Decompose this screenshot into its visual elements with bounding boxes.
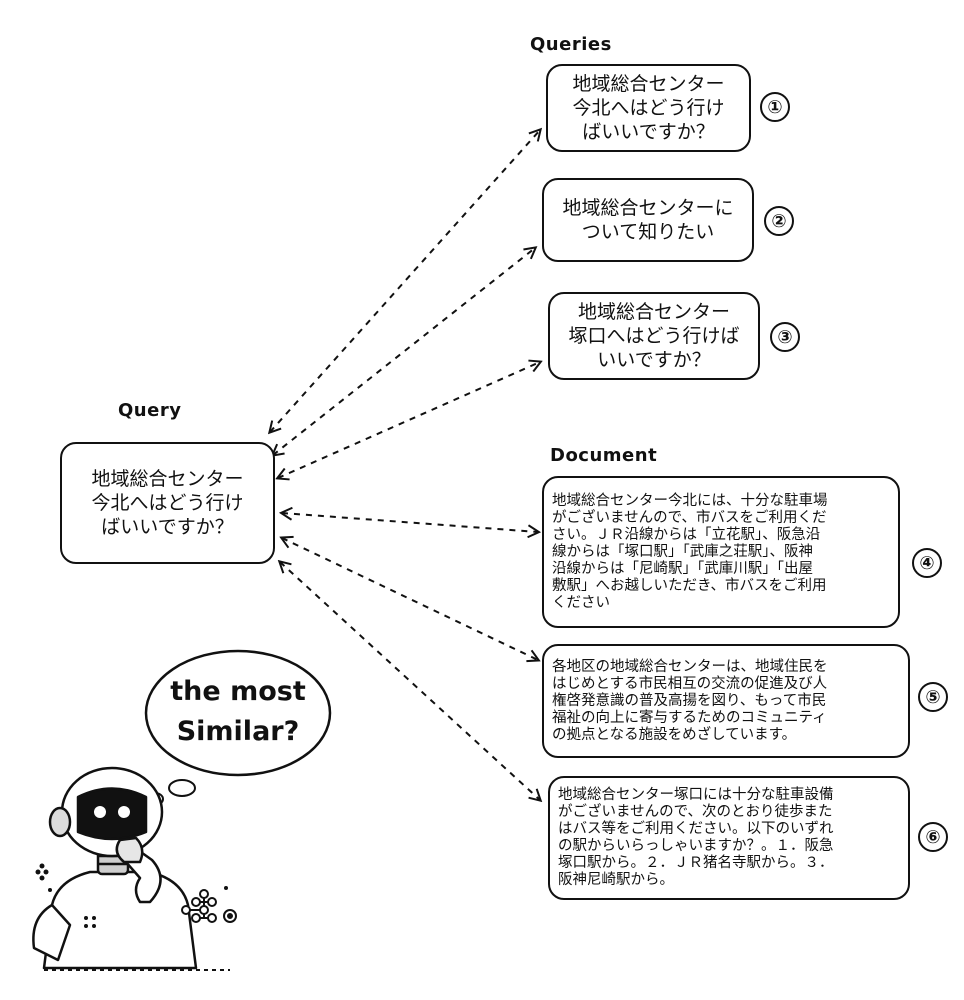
- arrow-query-to-q3: [278, 362, 540, 478]
- arrow-query-to-q1: [270, 130, 540, 432]
- arrow-query-to-d6: [280, 562, 540, 800]
- thought-bubble-text: the most Similar?: [170, 676, 306, 747]
- query-label: Query: [118, 400, 182, 421]
- arrow-query-to-d5: [282, 538, 538, 660]
- query-card-1: 地域総合センター 今北へはどう行け ばいいですか？: [546, 64, 751, 152]
- document-number-5: ⑤: [918, 682, 948, 712]
- query-number-1: ①: [760, 92, 790, 122]
- document-card-5: 各地区の地域総合センターは、地域住民を はじめとする市民相互の交流の促進及び人 …: [542, 644, 910, 758]
- query-box: 地域総合センター 今北へはどう行け ばいいですか？: [60, 442, 275, 564]
- query-number-2: ②: [764, 206, 794, 236]
- arrow-query-to-d4: [282, 513, 538, 532]
- document-number-4: ④: [912, 548, 942, 578]
- arrow-query-to-q2: [273, 248, 535, 455]
- query-card-2: 地域総合センターに ついて知りたい: [542, 178, 754, 262]
- query-text: 地域総合センター 今北へはどう行け ばいいですか？: [91, 468, 244, 538]
- document-label: Document: [550, 445, 658, 466]
- queries-label: Queries: [530, 34, 612, 55]
- document-number-6: ⑥: [918, 822, 948, 852]
- query-card-3: 地域総合センター 塚口へはどう行けば いいですか？: [548, 292, 760, 380]
- document-card-6: 地域総合センター塚口には十分な駐車設備 がございませんので、次のとおり徒歩また …: [548, 776, 910, 900]
- query-number-3: ③: [770, 322, 800, 352]
- document-card-4: 地域総合センター今北には、十分な駐車場 がございませんので、市バスをご利用くだ …: [542, 476, 900, 628]
